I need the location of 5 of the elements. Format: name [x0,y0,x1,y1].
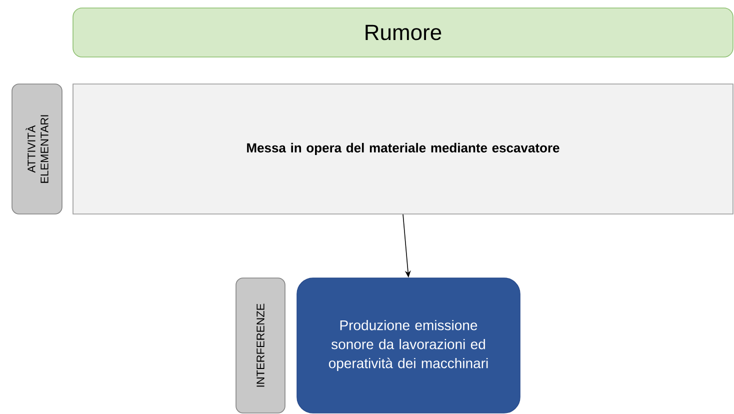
title-band: Rumore [72,8,734,58]
side-label: ATTIVITÀ ELEMENTARI [12,84,62,214]
interference-box: Produzione emissione sonore da lavorazioni ed operatività dei macchinari [296,278,520,414]
side-label: INTERFERENZE [236,278,286,414]
activity-box: Messa in opera del materiale mediante escavatore [72,84,734,214]
